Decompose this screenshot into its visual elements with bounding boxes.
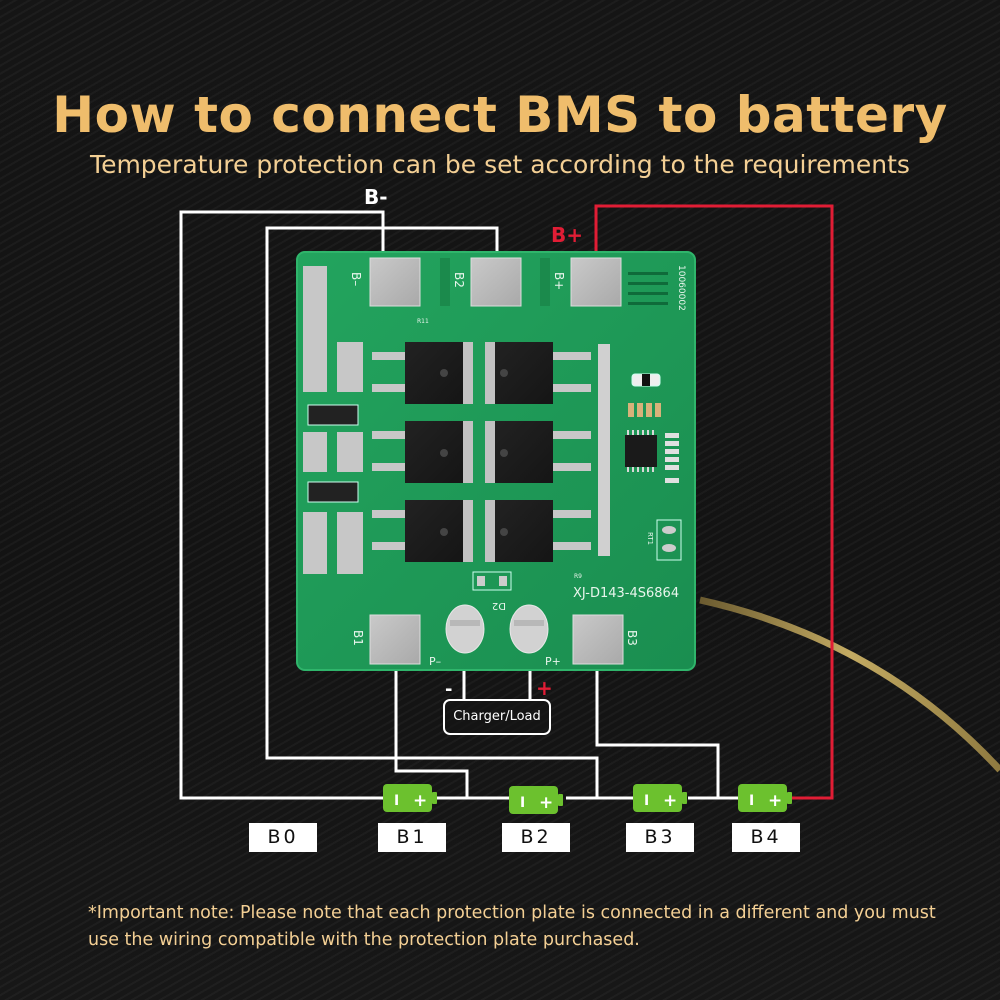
capacitor-row	[628, 403, 661, 417]
important-note: *Important note: Please note that each p…	[88, 903, 936, 950]
wire-b1	[394, 668, 469, 798]
pad-label-p-minus: P–	[429, 655, 441, 668]
shunt-resistor-1	[307, 404, 359, 426]
wire-b3	[595, 668, 720, 798]
resistor-column	[665, 433, 679, 483]
output-pad-p-plus	[509, 604, 549, 654]
pad-b1	[369, 614, 421, 665]
mosfet-grid	[372, 342, 591, 562]
pad-b3	[572, 614, 624, 665]
pad-b2	[470, 257, 522, 307]
svg-text:+: +	[768, 791, 782, 811]
tap-label-b2: B2	[502, 823, 570, 852]
pad-b-minus	[369, 257, 421, 307]
serial-number: 10060002	[676, 265, 686, 311]
pad-label-b3: B3	[625, 630, 639, 646]
tap-label-b4: B4	[732, 823, 800, 852]
component-label-r9: R9	[574, 573, 582, 580]
wire-b-minus	[179, 210, 385, 800]
wire-b2	[265, 226, 599, 798]
tap-label-b3: B3	[626, 823, 694, 852]
pad-label-b1: B1	[351, 630, 365, 646]
output-pad-p-minus	[445, 604, 485, 654]
pad-b-plus	[570, 257, 622, 307]
svg-text:I: I	[394, 793, 399, 809]
solder-strip-3	[303, 512, 327, 574]
thermistor-rt1	[656, 519, 682, 561]
mosfet-row-3	[405, 500, 553, 562]
solder-strip-2	[303, 432, 327, 472]
wire-b-plus	[594, 204, 834, 800]
solder-bus	[598, 344, 610, 556]
load-minus-label: -	[445, 679, 452, 700]
pad-divider-1	[440, 258, 450, 306]
svg-text:D2: D2	[492, 600, 506, 611]
battery-cells: I + I + I + I +	[383, 784, 792, 814]
tap-label-b0: B0	[249, 823, 317, 852]
battery-cell-b4: I +	[738, 784, 792, 812]
mosfet-row-2	[405, 421, 553, 483]
pad-divider-2	[540, 258, 550, 306]
balance-wires	[179, 210, 738, 800]
tap-label-b1: B1	[378, 823, 446, 852]
pcb-edge	[296, 251, 696, 671]
solder-strip-4	[337, 342, 363, 392]
b-plus-label: B+	[551, 223, 583, 247]
svg-text:I: I	[644, 793, 649, 809]
mosfet-row-1	[405, 342, 553, 404]
b-minus-label: B-	[364, 185, 388, 209]
solder-strip-6	[337, 512, 363, 574]
pad-label-b-plus: B+	[552, 272, 566, 290]
solder-strip-5	[337, 432, 363, 472]
pad-label-b-minus: B–	[349, 272, 363, 286]
svg-text:+: +	[663, 791, 677, 811]
bms-board: B– B2 B+ 10060002	[296, 251, 696, 671]
svg-text:+: +	[539, 793, 553, 813]
diode-d2	[472, 571, 512, 591]
page-subtitle: Temperature protection can be set accord…	[90, 150, 910, 179]
pad-label-p-plus: P+	[545, 655, 561, 668]
svg-text:RT1: RT1	[646, 532, 654, 545]
via-field	[628, 272, 668, 305]
charger-load-box: Charger/Load	[443, 699, 551, 735]
board-model: XJ-D143-4S6864	[573, 586, 679, 601]
battery-cell-b1: I +	[383, 784, 437, 812]
gold-arc-decoration	[699, 596, 1000, 773]
battery-cell-b3: I +	[633, 784, 687, 812]
svg-text:I: I	[520, 795, 525, 811]
svg-text:I: I	[749, 793, 754, 809]
solder-strip-1	[303, 266, 327, 392]
component-label-r11: R11	[417, 318, 429, 325]
page-title: How to connect BMS to battery	[52, 86, 948, 144]
battery-cell-b2: I +	[509, 786, 563, 814]
load-plus-label: +	[536, 676, 553, 700]
ic-pins	[627, 430, 654, 472]
shunt-resistor-2	[307, 481, 359, 503]
pad-label-b2: B2	[452, 272, 466, 288]
protection-ic	[625, 435, 657, 467]
svg-text:+: +	[413, 791, 427, 811]
